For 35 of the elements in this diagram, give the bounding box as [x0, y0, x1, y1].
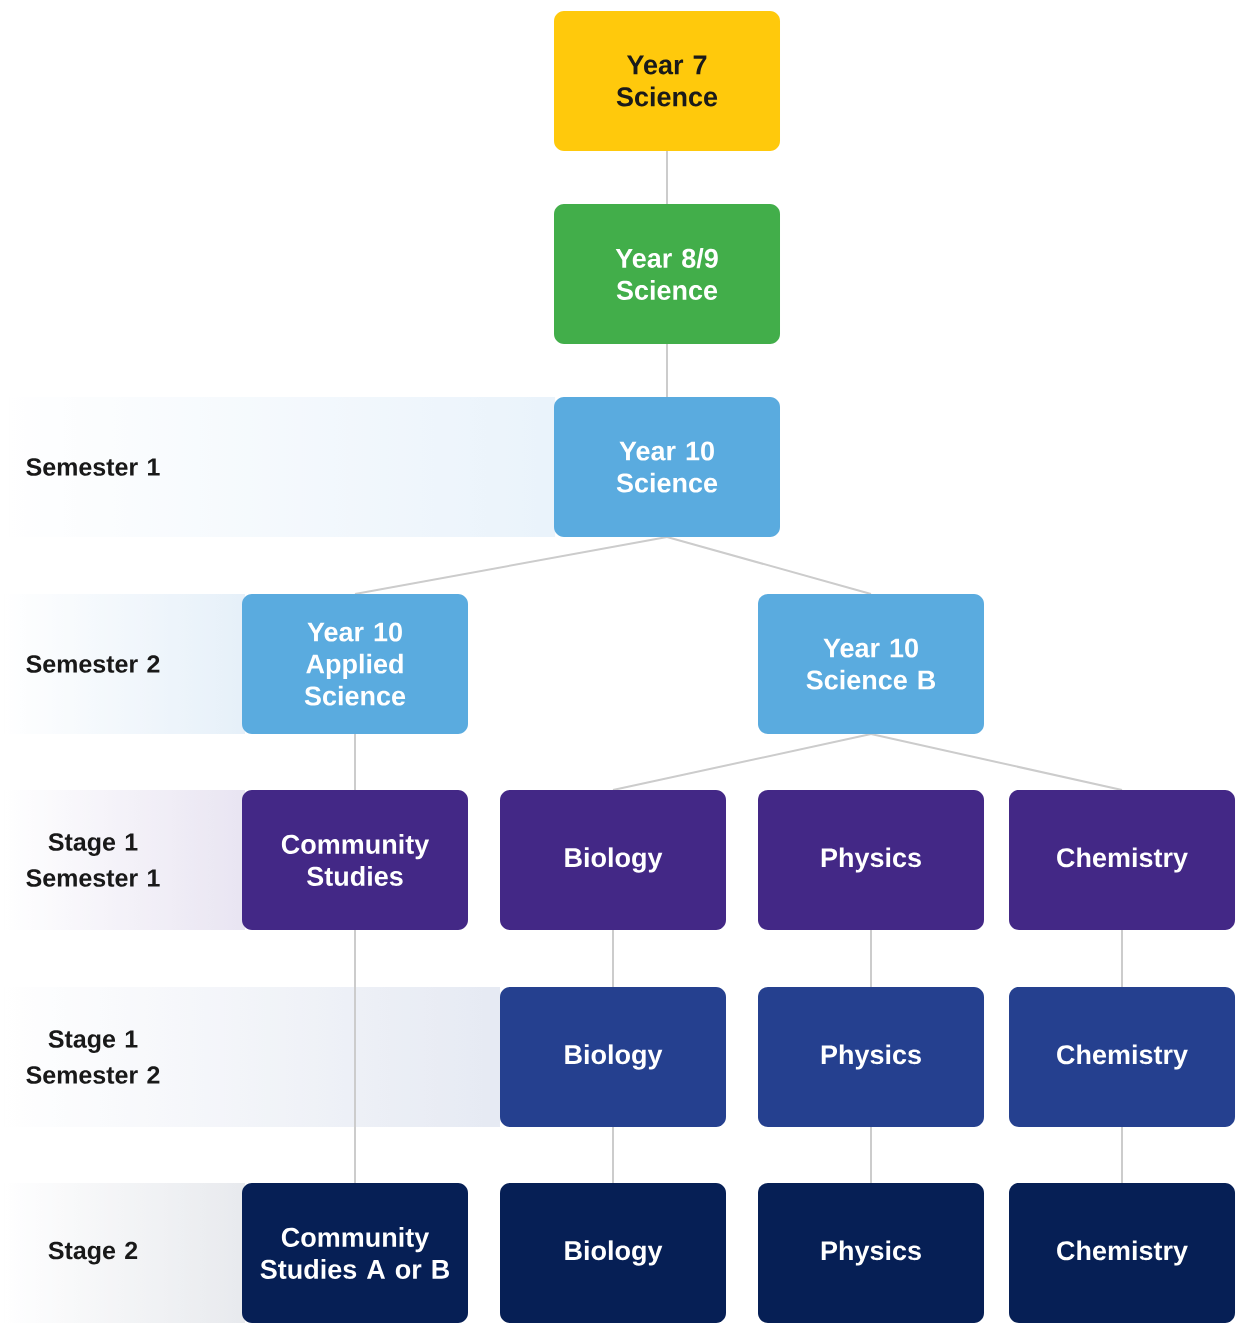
connector-line [612, 929, 614, 988]
connector-line [666, 536, 872, 595]
course-box: Biology [500, 1183, 726, 1323]
connector-line [870, 1126, 872, 1184]
course-box: Chemistry [1009, 1183, 1235, 1323]
course-box: Biology [500, 987, 726, 1127]
connector-line [354, 929, 356, 1184]
course-box: Year 10 Science [554, 397, 780, 537]
connector-line [354, 733, 356, 791]
connector-line [1121, 1126, 1123, 1184]
connector-line [870, 929, 872, 988]
connector-line [666, 343, 668, 398]
row-label: Stage 2 [48, 1241, 138, 1265]
course-box: Physics [758, 790, 984, 930]
row-label: Stage 1 Semester 2 [26, 1030, 160, 1084]
connector-line [354, 536, 668, 595]
course-box: Year 10 Applied Science [242, 594, 468, 734]
course-box: Biology [500, 790, 726, 930]
course-box: Physics [758, 1183, 984, 1323]
course-box: Physics [758, 987, 984, 1127]
row-label: Semester 1 [26, 458, 160, 476]
course-box: Community Studies A or B [242, 1183, 468, 1323]
course-box: Year 7 Science [554, 11, 780, 151]
connector-line [666, 150, 668, 205]
course-box: Chemistry [1009, 790, 1235, 930]
course-box: Chemistry [1009, 987, 1235, 1127]
course-box: Year 10 Science B [758, 594, 984, 734]
connector-line [612, 1126, 614, 1184]
connector-line [612, 733, 872, 791]
row-label: Semester 2 [26, 655, 160, 673]
connector-line [1121, 929, 1123, 988]
row-label: Stage 1 Semester 1 [26, 833, 160, 887]
connector-line [870, 733, 1123, 791]
course-box: Year 8/9 Science [554, 204, 780, 344]
course-box: Community Studies [242, 790, 468, 930]
